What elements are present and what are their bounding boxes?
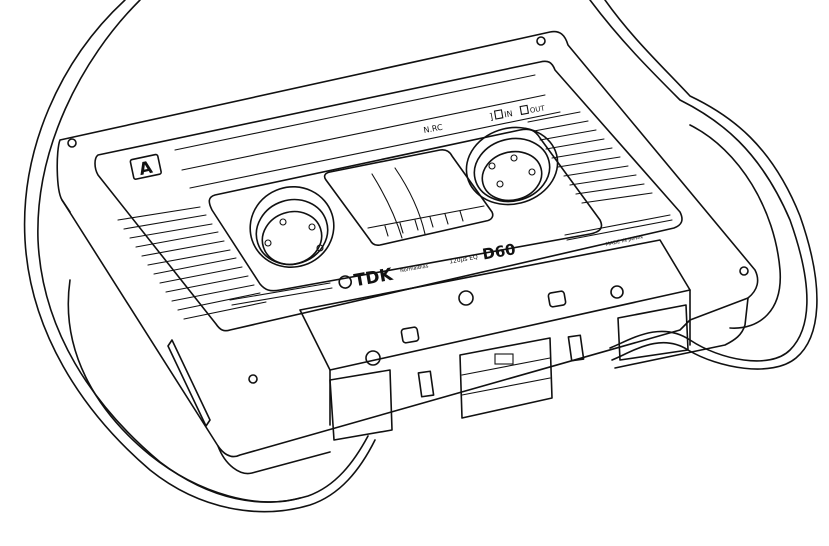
center-window [323,149,494,247]
handwritten-initials: N.RC [423,123,444,135]
tdk-logo-icon [338,275,353,289]
out-label: OUT [529,104,546,115]
pressure-pad-window [459,337,553,419]
screw-holes [67,36,749,384]
side-a-badge: A [129,153,162,180]
tape-loop-inner [67,124,781,503]
label-area: A N.RC ] IN OUT [94,60,683,332]
label-stripes-left [117,206,267,320]
origin-label: MADE IN JAPAN [605,234,643,248]
head-access-section [299,239,691,441]
pin-hole [458,290,474,306]
svg-text:]: ] [489,112,494,122]
in-label: IN [504,109,514,119]
eq-label: 120μs EQ [449,254,479,266]
reel-window [208,126,603,292]
left-reel-hub [249,186,335,268]
bias-label: NormalBias [400,263,430,274]
model-label: D60 [481,240,517,264]
side-a-label: A [137,158,155,180]
in-out-checkboxes: ] IN OUT [489,104,546,123]
brand-name: TDK [353,265,396,292]
label-stripes-right [527,111,653,204]
